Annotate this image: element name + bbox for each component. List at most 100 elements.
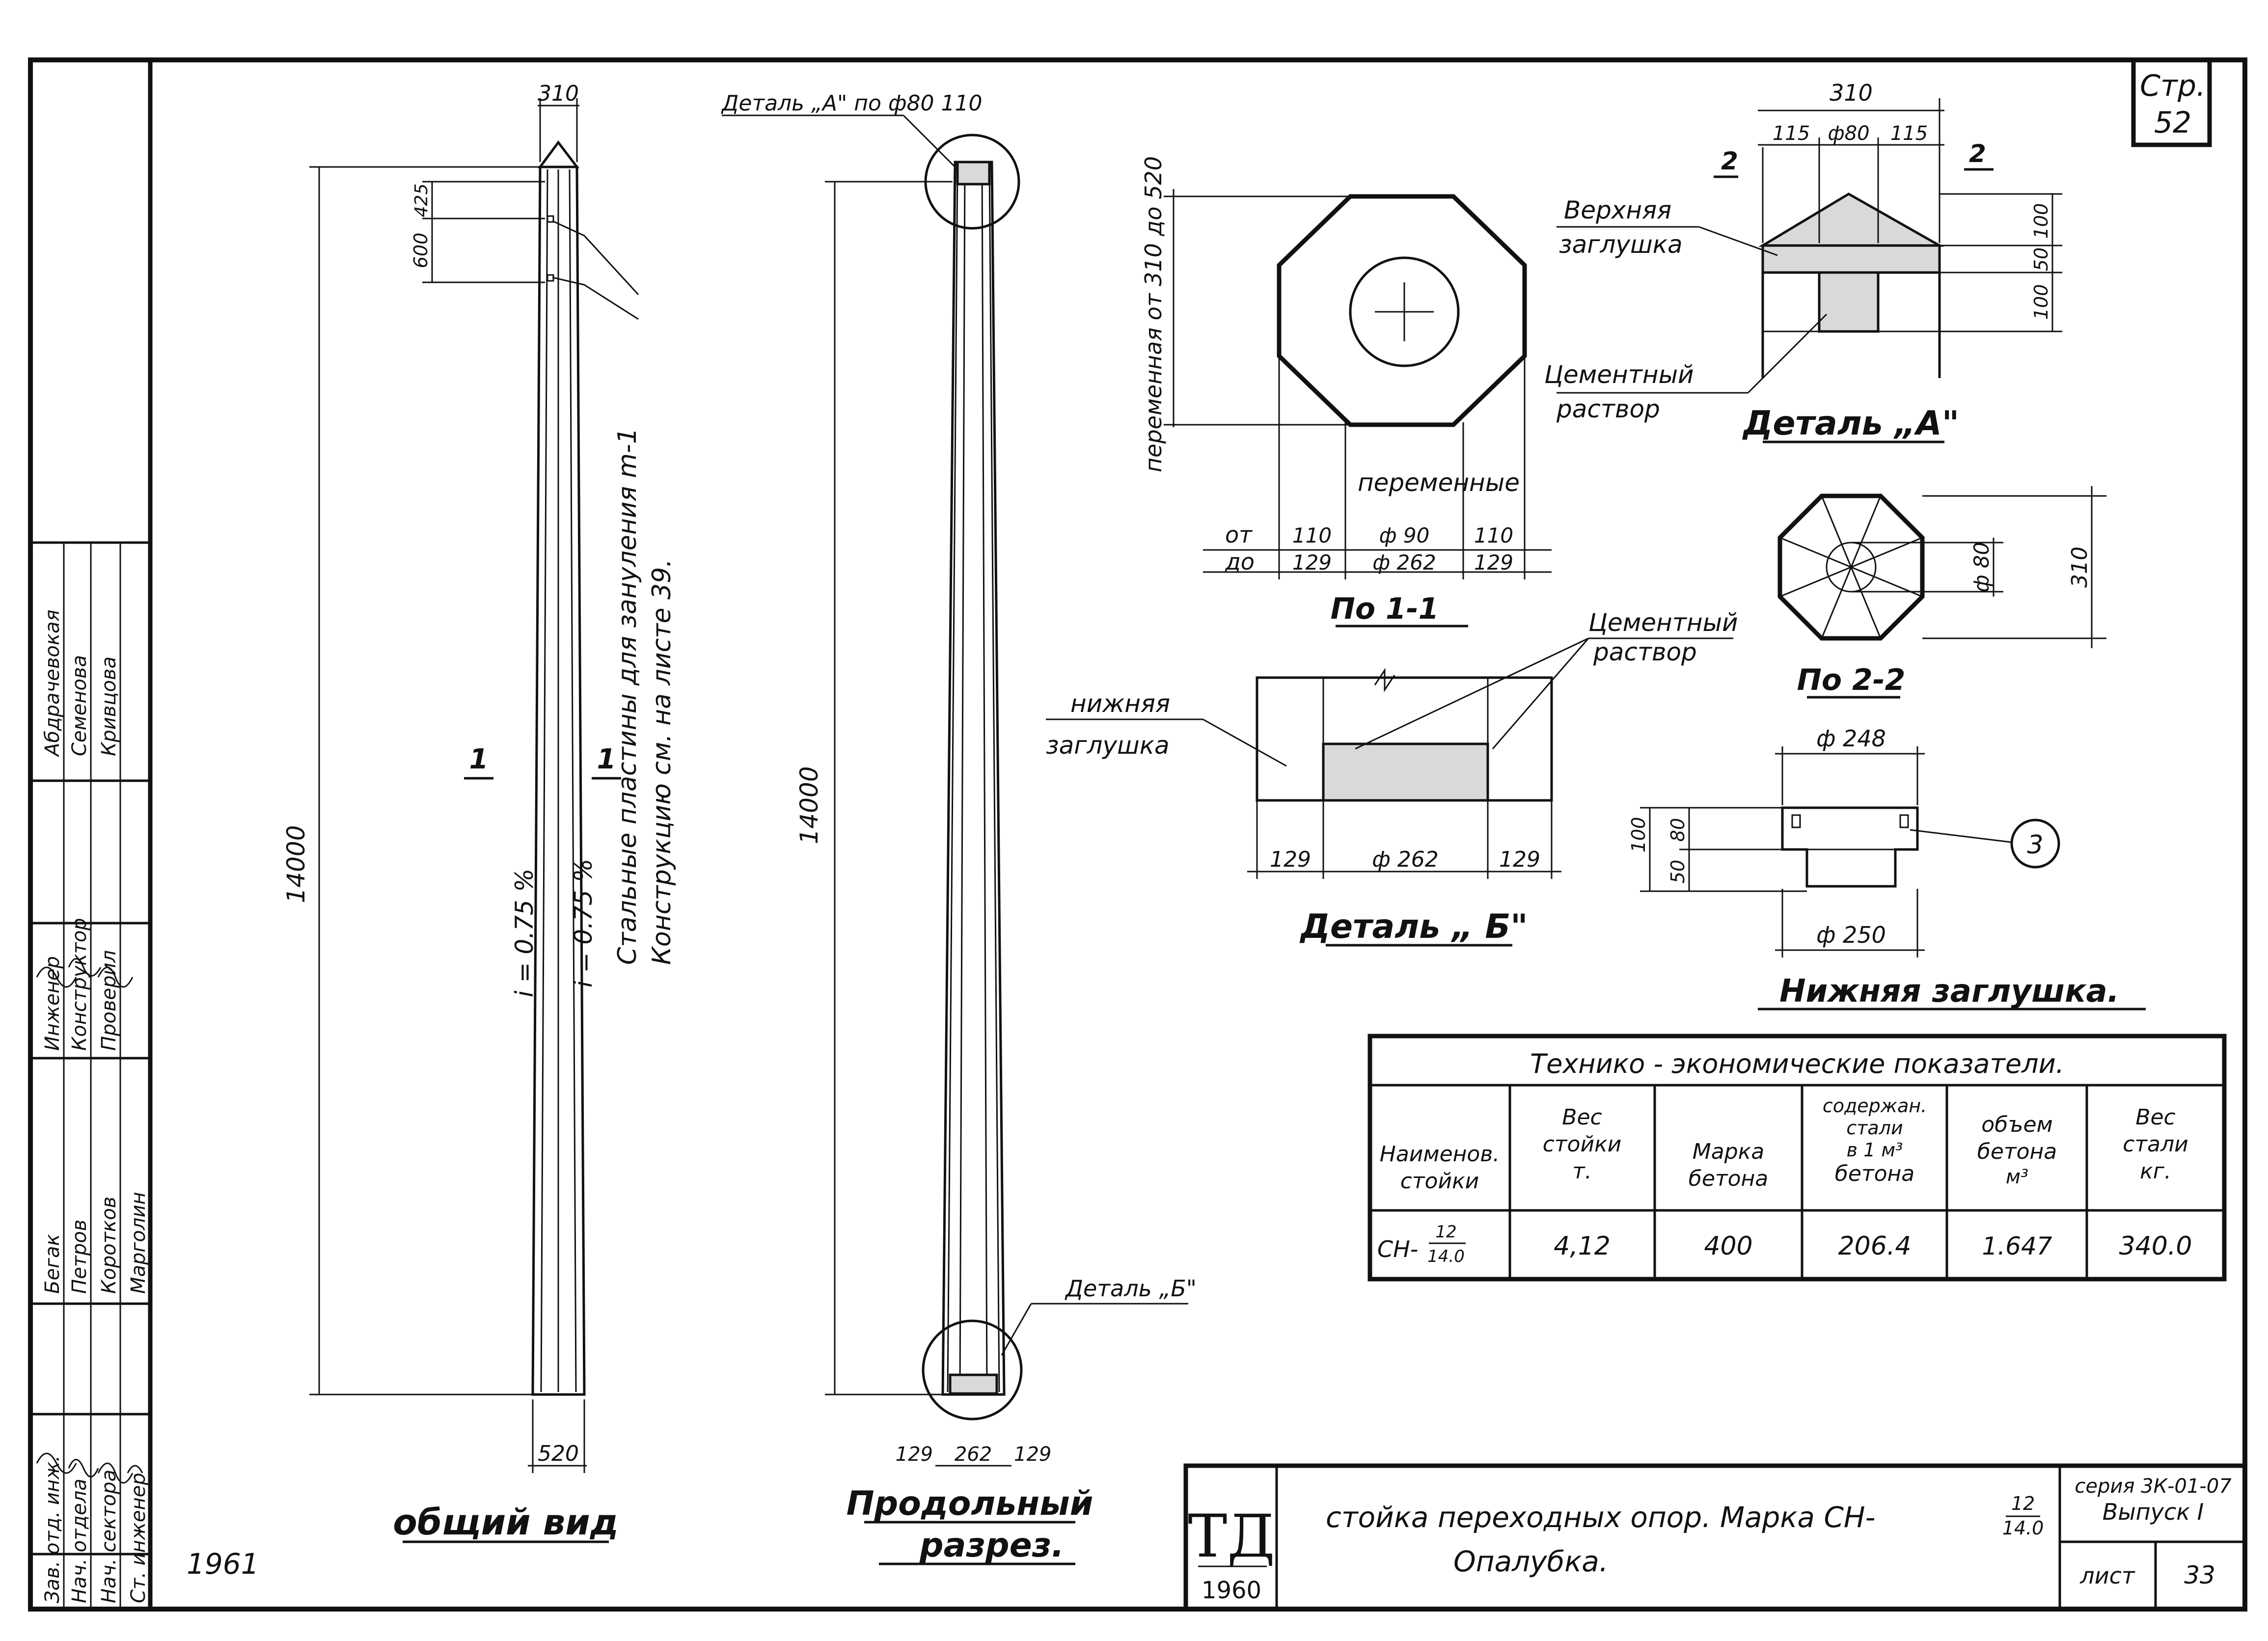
- detail-a-rdim-1: 100: [2030, 203, 2052, 239]
- stamp-name-4: Марголин: [127, 1192, 150, 1294]
- sheet-number: 33: [2184, 1561, 2215, 1589]
- lower-plug-callout: 3: [2027, 830, 2043, 860]
- lower-plug-title: Нижняя заглушка.: [1779, 973, 2119, 1010]
- hdr-6-1: Вес: [2135, 1105, 2175, 1130]
- detail-b: нижняя заглушка Цементный раствор 129 ф …: [1046, 608, 1738, 947]
- row-from-label: от: [1225, 521, 1253, 548]
- title-mark-num: 12: [2011, 1493, 2035, 1514]
- detail-a-dim-2: ф80: [1828, 122, 1869, 145]
- hdr-5-1: объем: [1981, 1112, 2052, 1137]
- row-weight: 4,12: [1554, 1231, 1611, 1261]
- mortar-b-1: Цементный: [1588, 608, 1738, 637]
- section-2-2-dia: ф 80: [1969, 542, 1994, 593]
- dim-600: 600: [410, 233, 432, 269]
- hdr-3-1: Марка: [1693, 1139, 1764, 1164]
- series: серия 3К-01-07: [2075, 1475, 2232, 1498]
- stamp-role-1: Зав. отд. инж.: [41, 1455, 64, 1603]
- table-title: Технико - экономические показатели.: [1530, 1048, 2064, 1079]
- stamp-name-7: Кривцова: [98, 656, 120, 756]
- row-name-prefix: СН-: [1377, 1236, 1418, 1262]
- hdr-4-4: бетона: [1835, 1161, 1915, 1186]
- row-concrete: 400: [1704, 1231, 1752, 1261]
- stamp-name-1: Бегак: [41, 1234, 64, 1294]
- hdr-4-2: стали: [1846, 1117, 1903, 1139]
- lower-plug-b-1: нижняя: [1070, 689, 1170, 718]
- title-line-2: Опалубка.: [1453, 1545, 1608, 1578]
- hdr-1-1: Наименов.: [1380, 1142, 1500, 1167]
- hdr-5-3: м³: [2006, 1166, 2028, 1188]
- note-line-1: Стальные пластины для зануления m-1: [613, 428, 642, 965]
- general-view-title: общий вид: [393, 1502, 618, 1543]
- hdr-1-2: стойки: [1400, 1169, 1479, 1194]
- row-steel-content: 206.4: [1838, 1231, 1912, 1261]
- row-steel-weight: 340.0: [2119, 1231, 2192, 1261]
- page-number: 52: [2154, 106, 2191, 140]
- side-stamp: Зав. отд. инж. Бегак Нач. отдела Петров …: [30, 541, 150, 1609]
- logo: ТД: [1188, 1503, 1275, 1571]
- detail-b-dim-2: ф 262: [1372, 847, 1439, 872]
- hdr-4-1: содержан.: [1823, 1095, 1927, 1117]
- slope-label-2: i = 0.75 %: [569, 859, 598, 987]
- detail-a-dim-1: 115: [1773, 122, 1810, 145]
- cut-mark-left: 2: [1721, 147, 1738, 175]
- callout-circle: [2010, 819, 2060, 869]
- stamp-role-7: Проверил: [98, 950, 120, 1051]
- variable-label: переменная от 310 до 520: [1140, 156, 1167, 472]
- lower-plug-ldim-3: 50: [1667, 860, 1689, 883]
- detail-b-dim-1: 129: [1270, 847, 1311, 872]
- top-width: 310: [538, 81, 579, 106]
- section-mark-left: 1: [469, 743, 489, 775]
- to-2: ф 262: [1372, 550, 1436, 574]
- page-label: Стр.: [2140, 69, 2206, 103]
- hdr-2-1: Вес: [1562, 1105, 1602, 1130]
- stamp-role-4: Ст. инженер: [127, 1473, 150, 1603]
- section-title-1: Продольный: [847, 1484, 1093, 1523]
- hdr-5-2: бетона: [1977, 1139, 2057, 1164]
- cut-mark-right: 2: [1969, 139, 1986, 168]
- upper-plug-2: заглушка: [1559, 230, 1683, 259]
- section-2-2-title: По 2-2: [1797, 663, 1906, 697]
- lower-plug-ldim-2: 80: [1667, 818, 1689, 842]
- detail-b-ref: Деталь „Б": [1065, 1275, 1197, 1302]
- mortar-a-1: Цементный: [1544, 360, 1694, 389]
- title-block: ТД 1960 стойка переходных опор. Марка СН…: [1183, 1463, 2245, 1609]
- issue: Выпуск I: [2103, 1499, 2204, 1525]
- section-dim-2: 262: [955, 1443, 992, 1466]
- lower-plug-top-dia: ф 248: [1816, 725, 1886, 752]
- section-2-2-size: 310: [2067, 547, 2092, 588]
- hdr-3-2: бетона: [1689, 1166, 1769, 1191]
- stamp-role-2: Нач. отдела: [68, 1478, 91, 1603]
- mortar-a-2: раствор: [1556, 395, 1660, 423]
- stamp-role-3: Нач. сектора: [98, 1470, 120, 1603]
- bottom-width: 520: [538, 1441, 579, 1466]
- year-left: 1961: [187, 1547, 259, 1581]
- section-dim-3: 129: [1014, 1443, 1051, 1466]
- general-view: 310 14000 425 600 520 1 1 i = 0.75 % i =…: [282, 81, 677, 1543]
- from-1: 110: [1292, 523, 1332, 547]
- detail-a-width: 310: [1830, 80, 1873, 106]
- slope-label-1: i = 0.75 %: [510, 869, 539, 997]
- mortar-b-2: раствор: [1593, 638, 1697, 666]
- detail-a-dim-3: 115: [1890, 122, 1928, 145]
- detail-b-circle: [922, 1319, 1023, 1421]
- tech-table: Технико - экономические показатели. Наим…: [1367, 1034, 2227, 1282]
- lower-plug: ф 248 ф 250 100 80 50 3 Нижняя заглушка.: [1628, 725, 2146, 1011]
- upper-plug-1: Верхняя: [1564, 196, 1671, 224]
- section-mark-right: 1: [597, 743, 616, 775]
- dim-425: 425: [411, 184, 432, 218]
- variable-bottom: переменные: [1358, 468, 1520, 497]
- height-dim: 14000: [282, 825, 310, 903]
- lower-plug-bottom-dia: ф 250: [1816, 922, 1886, 948]
- lower-plug-b-2: заглушка: [1046, 731, 1170, 760]
- hdr-4-3: в 1 м³: [1847, 1139, 1903, 1161]
- row-to-label: до: [1225, 548, 1255, 575]
- detail-a-ref: Деталь „А" по ф80 110: [721, 91, 982, 116]
- detail-b-title: Деталь „ Б": [1299, 907, 1528, 946]
- detail-b-dim-3: 129: [1499, 847, 1540, 872]
- section-1-1-title: По 1-1: [1331, 592, 1439, 626]
- longitudinal-section: 14000 Деталь „А" по ф80 110 Деталь „Б" 1…: [721, 91, 1197, 1565]
- section-height-dim: 14000: [795, 766, 823, 844]
- title-line-1: стойка переходных опор. Марка СН-: [1326, 1501, 1875, 1534]
- detail-a-rdim-2: 50: [2030, 247, 2052, 271]
- from-3: 110: [1474, 523, 1513, 547]
